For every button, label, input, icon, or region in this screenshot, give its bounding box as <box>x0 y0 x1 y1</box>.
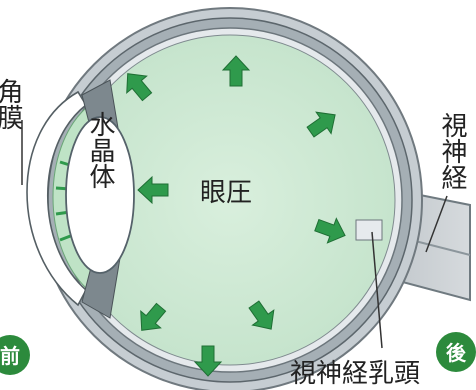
front-badge <box>0 335 30 375</box>
optic-nerve-leader <box>425 195 448 253</box>
pressure-arrow-8 <box>193 345 223 377</box>
back-badge <box>436 332 476 372</box>
pressure-arrow-3 <box>306 111 336 138</box>
back-badge-text: 後 <box>446 341 467 365</box>
pressure-arrow-6 <box>140 302 167 331</box>
pressure-arrows <box>126 55 346 377</box>
iop-label: 眼圧 <box>200 178 252 208</box>
pressure-arrow-4 <box>137 175 169 205</box>
pressure-arrow-7 <box>248 300 275 330</box>
optic-disc-leader <box>371 231 383 349</box>
cornea <box>26 90 88 307</box>
optic-disc <box>355 219 383 241</box>
pressure-arrow-2 <box>126 73 153 102</box>
lens-label: 水晶体 <box>85 111 115 189</box>
optic-disc-label: 視神経乳頭 <box>290 359 420 389</box>
pressure-arrow-1 <box>221 55 251 87</box>
optic-nerve-label: 視神経 <box>437 112 467 190</box>
lens <box>65 116 135 274</box>
cornea-label: 角膜 <box>0 78 23 130</box>
front-badge-text: 前 <box>0 344 20 368</box>
pressure-arrow-5 <box>314 217 346 244</box>
